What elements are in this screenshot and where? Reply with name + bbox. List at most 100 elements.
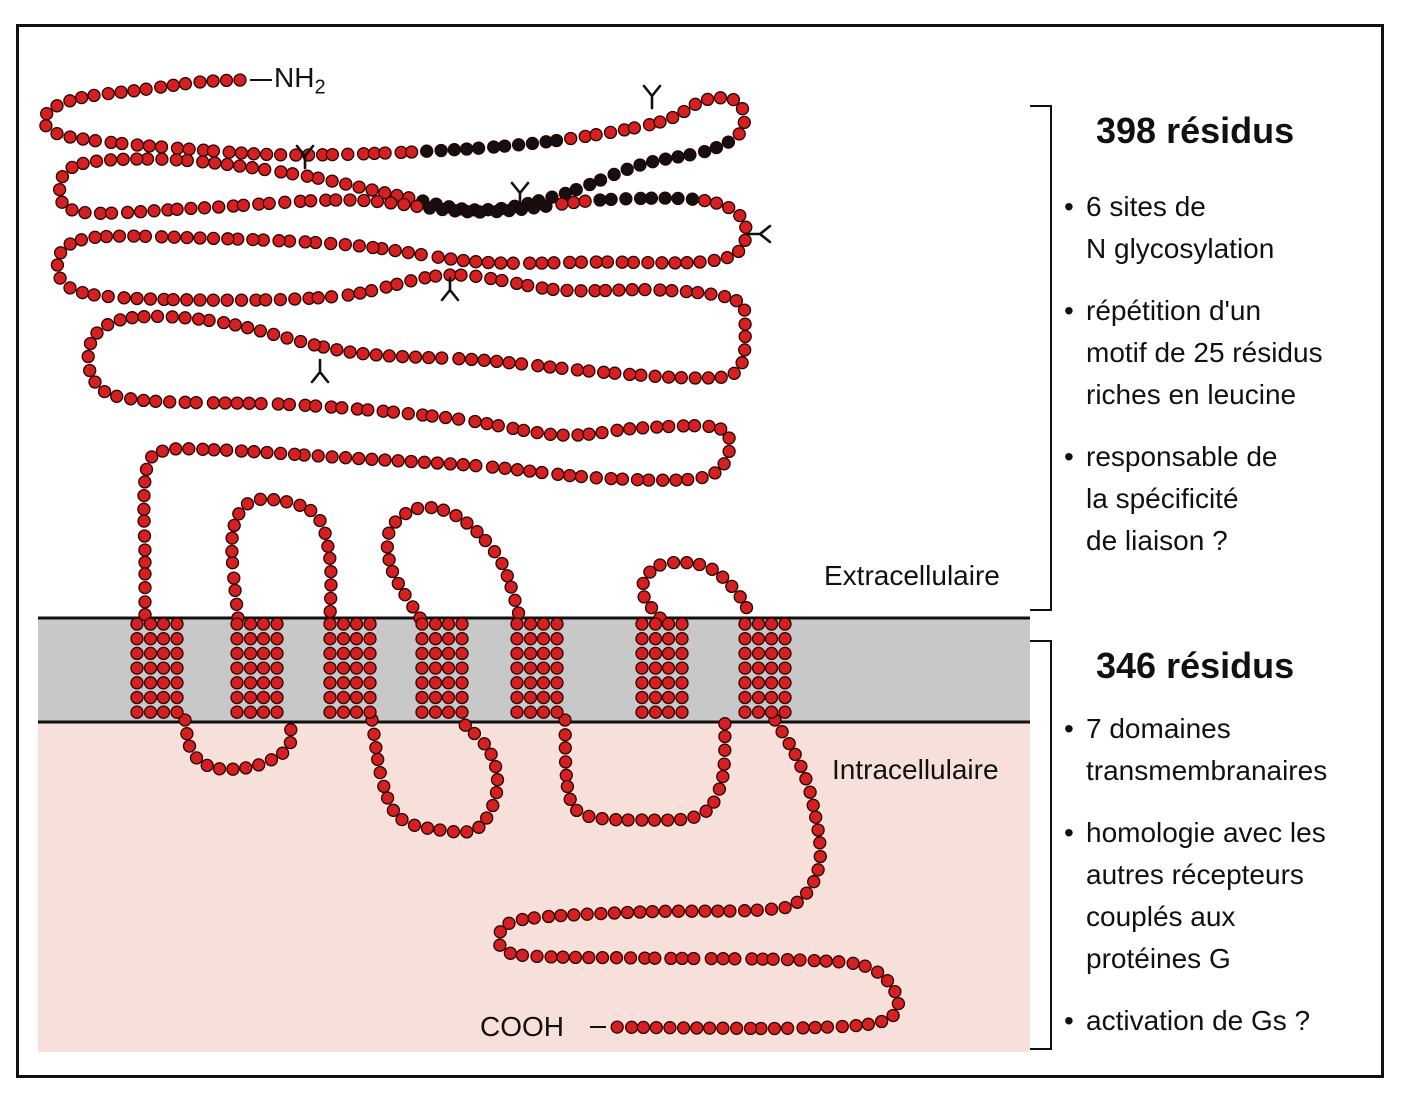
residue — [546, 282, 560, 297]
residue — [693, 255, 707, 269]
residue — [83, 363, 97, 378]
residue — [364, 284, 379, 298]
residue — [239, 761, 253, 775]
residue — [582, 950, 596, 965]
residue — [880, 974, 895, 988]
residue — [620, 905, 635, 920]
residue — [458, 718, 472, 732]
residue — [262, 196, 276, 211]
residue — [407, 818, 422, 832]
helix-residue — [523, 705, 538, 719]
helix-residue — [455, 661, 469, 675]
residue — [298, 235, 312, 249]
residue — [743, 1021, 758, 1036]
residue — [50, 99, 64, 113]
residue — [114, 85, 128, 99]
residue — [469, 459, 483, 473]
transmembrane-helix — [635, 617, 689, 719]
residue — [55, 169, 70, 184]
helix-residue — [510, 632, 524, 646]
residue — [558, 755, 573, 769]
residue — [373, 765, 387, 780]
helix-residue — [270, 690, 284, 705]
residue — [661, 813, 675, 827]
helix-residue — [751, 632, 766, 646]
transmembrane-helices — [130, 617, 792, 719]
residue — [391, 454, 405, 468]
residue — [370, 194, 385, 209]
residue — [514, 202, 529, 216]
residue — [63, 130, 77, 144]
residue — [154, 230, 169, 244]
residue — [738, 343, 752, 357]
helix-residue — [751, 661, 766, 675]
residue — [788, 747, 802, 762]
residue — [219, 443, 234, 457]
residue — [809, 810, 823, 824]
residue — [88, 230, 102, 244]
residue — [535, 256, 549, 270]
helix-residue — [428, 646, 443, 661]
residue — [663, 1021, 677, 1035]
helix-residue — [243, 661, 258, 675]
residue — [677, 104, 691, 119]
residue — [280, 331, 294, 345]
helix-residue — [156, 632, 171, 646]
residue — [549, 133, 564, 148]
residue — [323, 551, 337, 565]
residue — [167, 230, 181, 244]
residue — [137, 529, 152, 543]
residue — [324, 578, 338, 592]
residue — [523, 464, 537, 478]
residue — [356, 347, 370, 361]
residue — [799, 886, 814, 900]
residue — [154, 140, 169, 154]
residue — [653, 115, 667, 129]
residue — [254, 396, 268, 411]
residue — [206, 74, 220, 88]
residue — [227, 518, 241, 533]
residue — [668, 256, 682, 270]
residue — [487, 545, 502, 559]
residue — [648, 369, 662, 383]
residue — [65, 160, 79, 175]
residue — [666, 110, 680, 125]
residue — [530, 949, 544, 964]
residue — [700, 92, 715, 107]
residue — [521, 278, 535, 293]
residue — [687, 419, 702, 433]
residue — [704, 287, 718, 301]
residue — [595, 425, 609, 440]
residue — [234, 146, 249, 160]
residue — [705, 562, 719, 576]
residue — [886, 1008, 900, 1023]
residue — [266, 327, 281, 342]
residue — [480, 416, 494, 431]
helix-residue — [441, 646, 456, 661]
helix-residue — [550, 617, 564, 631]
residue — [491, 419, 505, 433]
residue — [726, 92, 741, 107]
residue — [673, 812, 688, 827]
helix-residue — [156, 705, 171, 719]
residue — [487, 140, 501, 154]
residue — [170, 202, 184, 216]
residue — [452, 352, 466, 366]
amino-acid-chain — [39, 73, 906, 1036]
residue — [600, 255, 615, 269]
helix-residue — [635, 690, 649, 705]
residue — [142, 139, 156, 153]
helix-residue — [336, 676, 351, 690]
helix-residue — [675, 690, 689, 705]
helix-residue — [243, 676, 258, 690]
residue — [556, 428, 570, 442]
residue — [502, 203, 516, 218]
residue — [253, 492, 268, 506]
residue — [138, 555, 152, 569]
helix-residue — [256, 617, 271, 631]
residue — [560, 779, 575, 794]
residue — [382, 526, 396, 540]
residue — [104, 206, 119, 220]
helix-residue — [738, 676, 752, 690]
